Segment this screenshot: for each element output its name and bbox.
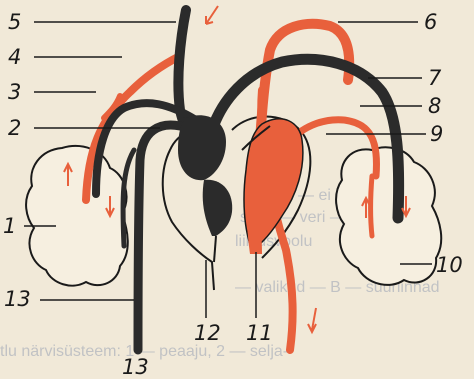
arrow-top bbox=[206, 6, 218, 24]
bleed-line-3: liiklusvoolu bbox=[235, 233, 312, 250]
label-8: 8 bbox=[428, 94, 441, 118]
label-13-bottom: 13 bbox=[122, 355, 149, 379]
label-11: 11 bbox=[246, 321, 273, 345]
label-6: 6 bbox=[424, 10, 437, 34]
label-13-left: 13 bbox=[4, 287, 31, 311]
label-3: 3 bbox=[8, 80, 21, 104]
label-5: 5 bbox=[8, 10, 21, 34]
right-atrium bbox=[178, 115, 226, 180]
label-7: 7 bbox=[428, 66, 442, 90]
label-10: 10 bbox=[436, 253, 463, 277]
label-12: 12 bbox=[194, 321, 221, 345]
left-lung bbox=[26, 146, 128, 286]
label-2: 2 bbox=[8, 116, 21, 140]
heart-septum bbox=[214, 236, 216, 262]
label-9: 9 bbox=[430, 122, 443, 146]
inferior-vena-cava bbox=[138, 125, 180, 350]
arrow-bottom bbox=[308, 308, 316, 332]
right-ventricle bbox=[203, 180, 233, 236]
label-4: 4 bbox=[8, 45, 21, 69]
label-1: 1 bbox=[3, 214, 16, 238]
right-lung-red-branch bbox=[371, 176, 373, 236]
left-lung-vein bbox=[123, 150, 134, 246]
